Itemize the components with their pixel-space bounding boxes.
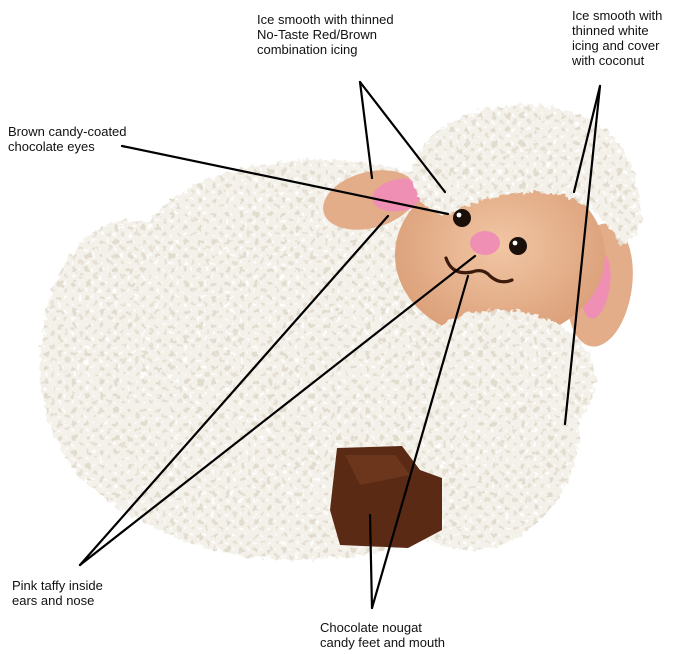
annotation-face-icing: Ice smooth with thinned No-Taste Red/Bro…	[257, 12, 394, 57]
right-eye	[509, 237, 527, 255]
chest-fleece	[405, 310, 595, 450]
left-eye	[453, 209, 471, 227]
nose	[470, 231, 500, 255]
annotation-white-icing: Ice smooth with thinned white icing and …	[572, 8, 662, 68]
annotation-pink-taffy: Pink taffy inside ears and nose	[12, 578, 103, 608]
annotation-nougat: Chocolate nougat candy feet and mouth	[320, 620, 445, 650]
annotation-eyes: Brown candy-coated chocolate eyes	[8, 124, 127, 154]
